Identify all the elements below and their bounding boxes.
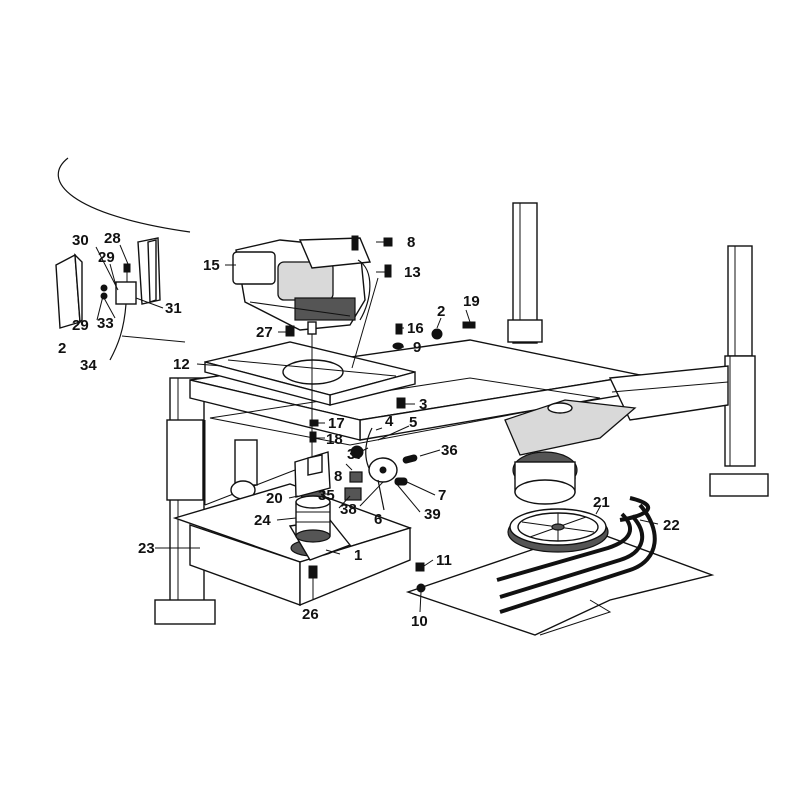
part-label-19: 19 — [463, 293, 480, 310]
part-label-16: 16 — [407, 320, 424, 337]
part-label-38: 38 — [340, 501, 357, 518]
detail-callout-arc — [57, 157, 191, 233]
part-label-9: 9 — [413, 339, 421, 356]
motor-assembly — [232, 235, 372, 335]
part-label-35: 35 — [318, 487, 335, 504]
part-label-39: 39 — [424, 506, 441, 523]
center-bracket — [294, 451, 331, 498]
part-label-36: 36 — [441, 442, 458, 459]
part-label-11: 11 — [436, 552, 452, 569]
part-label-7: 7 — [438, 487, 446, 504]
driven-pulley — [507, 508, 609, 553]
part-label-26: 26 — [302, 606, 319, 623]
part-label-29: 29 — [98, 249, 115, 266]
part-label-4: 4 — [385, 413, 394, 430]
part-label-24: 24 — [254, 512, 271, 529]
part-label-18: 18 — [326, 431, 343, 448]
part-label-15: 15 — [203, 257, 220, 274]
part-label-13: 13 — [404, 264, 421, 281]
switch-bracket-detail — [55, 237, 186, 361]
tensioner-lever — [344, 427, 418, 511]
part-label-20: 20 — [266, 490, 283, 507]
motor-mount-plate — [204, 341, 416, 406]
part-label-2: 2 — [437, 303, 445, 320]
belts — [496, 496, 657, 614]
part-label-30: 30 — [72, 232, 89, 249]
part-label-8: 8 — [334, 468, 342, 485]
part-label-8: 8 — [407, 234, 415, 251]
part-label-29: 29 — [72, 317, 89, 334]
part-label-28: 28 — [104, 230, 121, 247]
part-label-3: 3 — [419, 396, 427, 413]
chassis-frame — [154, 202, 769, 625]
part-label-22: 22 — [663, 517, 680, 534]
part-label-37: 37 — [347, 446, 364, 463]
part-label-34: 34 — [80, 357, 97, 374]
part-label-21: 21 — [593, 494, 610, 511]
part-label-1: 1 — [354, 547, 362, 564]
part-label-17: 17 — [328, 415, 345, 432]
leader-lines — [95, 241, 659, 613]
part-label-23: 23 — [138, 540, 155, 557]
part-label-6: 6 — [374, 511, 382, 528]
part-label-33: 33 — [97, 315, 114, 332]
part-label-12: 12 — [173, 356, 190, 373]
part-label-31: 31 — [165, 300, 182, 317]
part-label-10: 10 — [411, 613, 428, 630]
part-label-2: 2 — [58, 340, 66, 357]
part-label-5: 5 — [409, 414, 417, 431]
drive-tray — [172, 483, 413, 607]
part-label-27: 27 — [256, 324, 273, 341]
part-labels: 30 28 29 33 29 31 2 34 15 8 13 2 19 16 9… — [58, 230, 680, 630]
